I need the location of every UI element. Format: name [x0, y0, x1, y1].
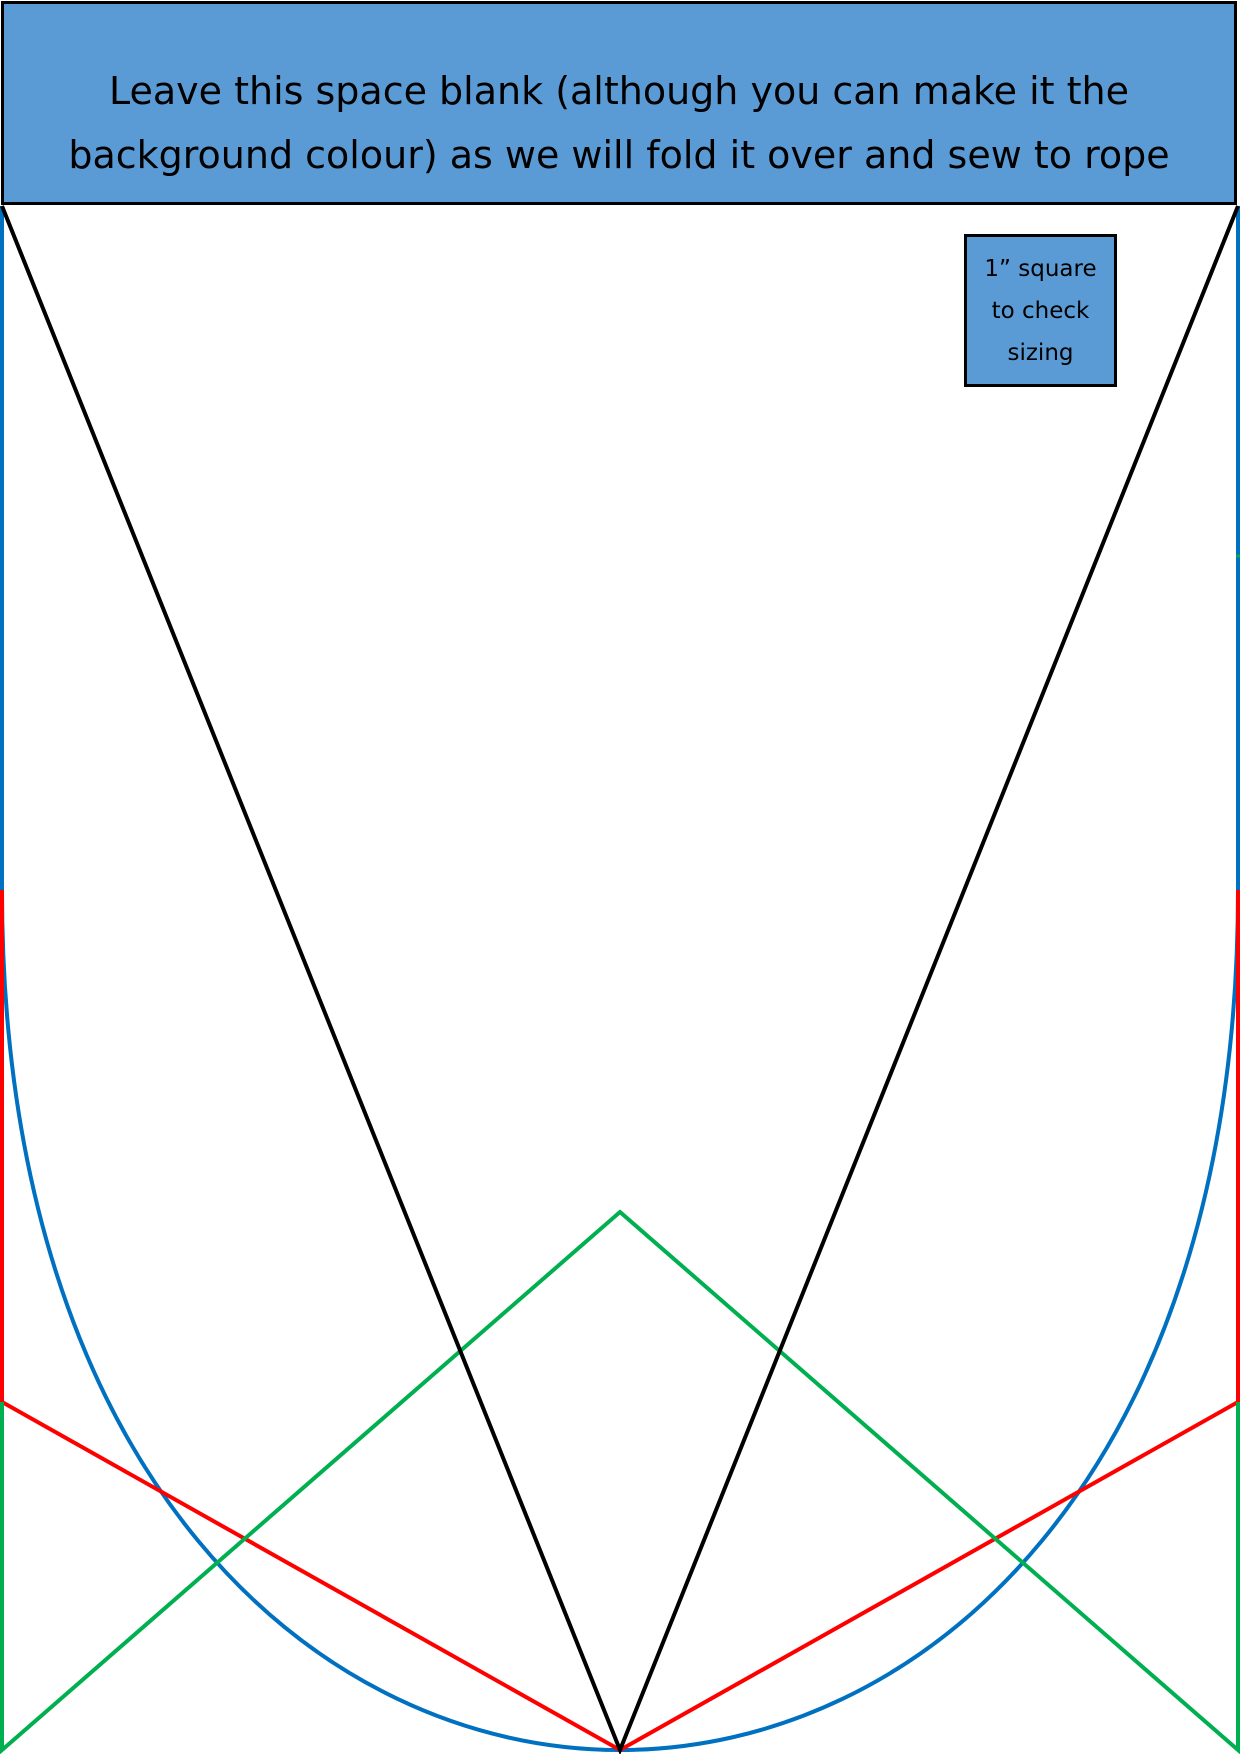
rounded-pennant-outline: [0, 206, 1240, 1753]
sizing-check-square: 1” square to check sizing: [964, 234, 1117, 387]
sewing-allowance-note: Leave this space blank (although you can…: [68, 69, 1170, 177]
swallowtail-pennant-outline: [0, 890, 1240, 1753]
sizing-check-label: 1” square to check sizing: [984, 255, 1097, 366]
sewing-allowance-band: Leave this space blank (although you can…: [1, 1, 1237, 205]
zigzag-pennant-outline: [0, 1209, 1240, 1754]
triangle-pennant-outline: [0, 205, 1240, 1754]
